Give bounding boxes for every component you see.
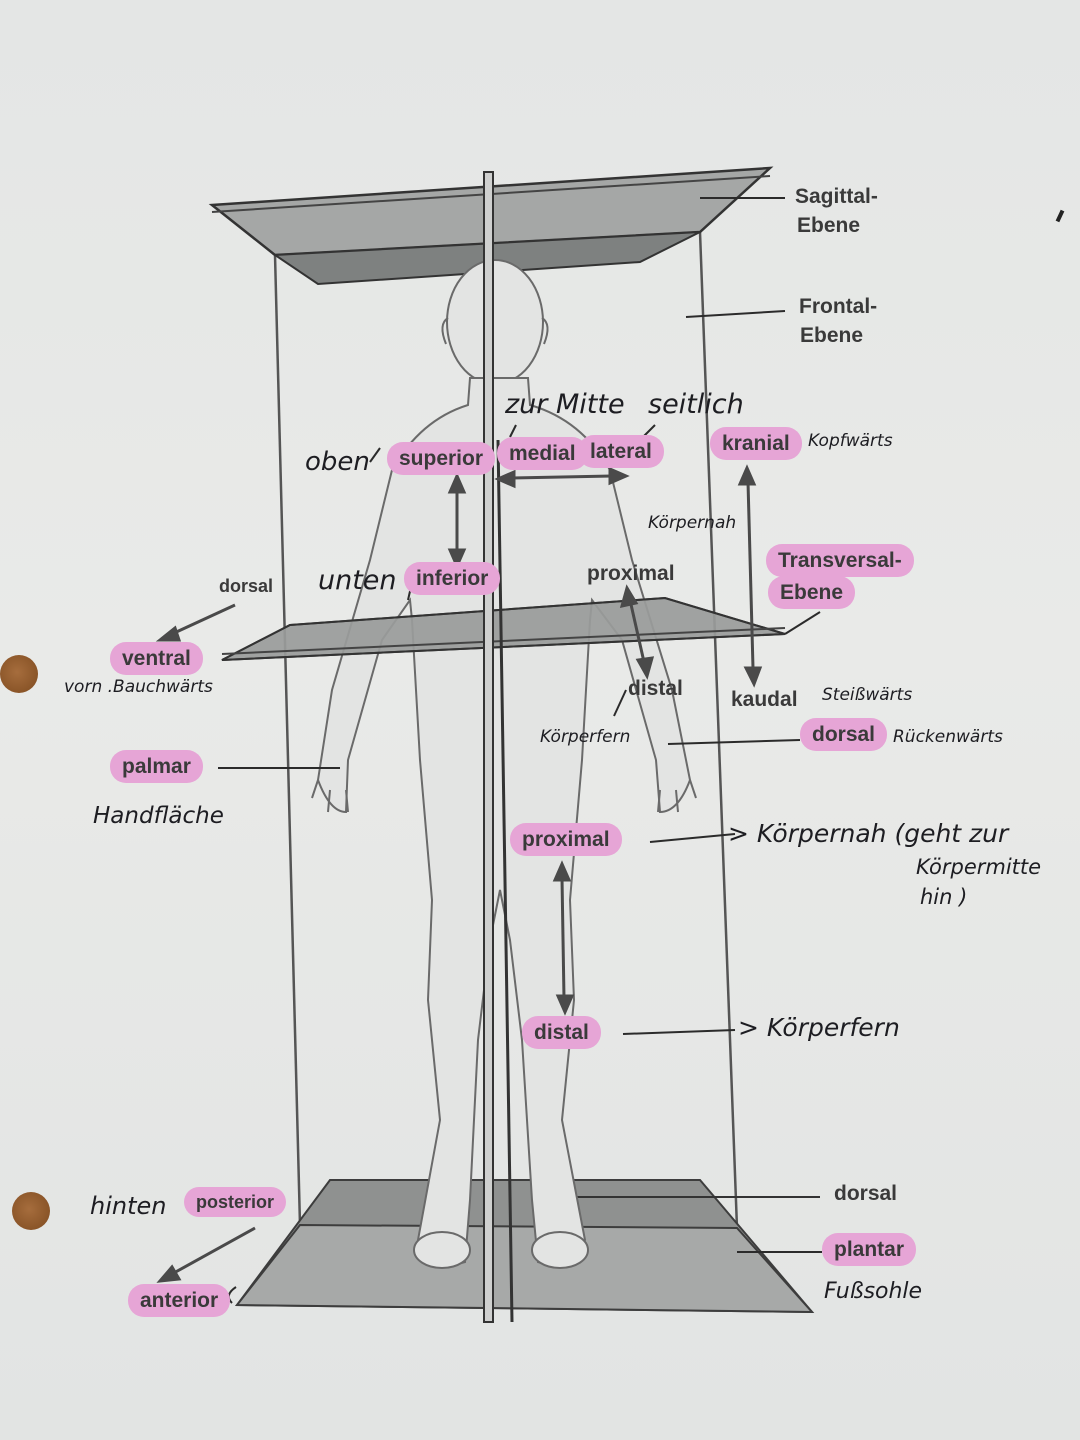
frontal-label-2: Ebene bbox=[800, 324, 864, 347]
note-steisswaerts: Steißwärts bbox=[822, 685, 913, 705]
note-koerperfern-leg: > Körperfern bbox=[738, 1013, 900, 1042]
distal-leg-label: distal bbox=[522, 1016, 601, 1049]
direction-arrows bbox=[155, 464, 763, 1283]
inferior-label: inferior bbox=[404, 562, 501, 595]
note-seitlich: seitlich bbox=[648, 389, 744, 420]
lateral-label: lateral bbox=[578, 435, 664, 468]
note-koerpernah-leg-3: hin ) bbox=[920, 885, 968, 909]
note-koerpernah-leg-1: > Körpernah (geht zur bbox=[728, 819, 1009, 848]
note-hinten: hinten bbox=[90, 1192, 167, 1220]
ventral-label: ventral bbox=[110, 642, 203, 675]
note-koerpernah-arm: Körpernah bbox=[648, 513, 737, 533]
palmar-label: palmar bbox=[110, 750, 203, 783]
note-rueckenwaerts: Rückenwärts bbox=[893, 727, 1003, 747]
proximal-leg-label: proximal bbox=[510, 823, 622, 856]
dorsal-hand-label: dorsal bbox=[800, 718, 888, 751]
note-zur-mitte: zur Mitte bbox=[505, 389, 625, 420]
kranial-label: kranial bbox=[710, 427, 802, 460]
frontal-label-1: Frontal- bbox=[799, 295, 878, 318]
note-fusssohle: Fußsohle bbox=[824, 1279, 923, 1304]
posterior-label: posterior bbox=[184, 1187, 287, 1217]
note-koerpernah-leg-2: Körpermitte bbox=[916, 855, 1042, 879]
bounding-box-lines bbox=[273, 231, 739, 1229]
medial-label: medial bbox=[497, 437, 588, 470]
note-unten: unten bbox=[318, 565, 397, 596]
leader-lines bbox=[218, 197, 822, 1304]
note-handflaeche: Handfläche bbox=[93, 803, 224, 829]
plantar-label: plantar bbox=[822, 1233, 917, 1266]
transversal-label-2: Ebene bbox=[768, 576, 856, 609]
note-vorn-bauchwaerts: vorn .Bauchwärts bbox=[64, 677, 213, 697]
anterior-label: anterior bbox=[128, 1284, 231, 1317]
dorsal-foot-label: dorsal bbox=[834, 1182, 898, 1205]
floor-plane bbox=[234, 1179, 820, 1314]
proximal-arm-label: proximal bbox=[587, 562, 675, 585]
superior-label: superior bbox=[387, 442, 496, 475]
dorsal-left-label: dorsal bbox=[219, 576, 274, 596]
kaudal-label: kaudal bbox=[731, 688, 798, 711]
sagittal-label-1: Sagittal- bbox=[795, 185, 878, 208]
transversal-label-1: Transversal- bbox=[766, 544, 914, 577]
note-kopfwaerts: Kopfwärts bbox=[808, 431, 893, 451]
note-oben: oben bbox=[305, 447, 370, 477]
vertical-pole bbox=[483, 171, 514, 1323]
sagittal-label-2: Ebene bbox=[797, 214, 861, 237]
punch-hole-top bbox=[0, 655, 38, 693]
punch-hole-bottom bbox=[12, 1192, 50, 1230]
distal-arm-label: distal bbox=[628, 677, 683, 700]
note-koerperfern-arm: Körperfern bbox=[540, 727, 631, 747]
